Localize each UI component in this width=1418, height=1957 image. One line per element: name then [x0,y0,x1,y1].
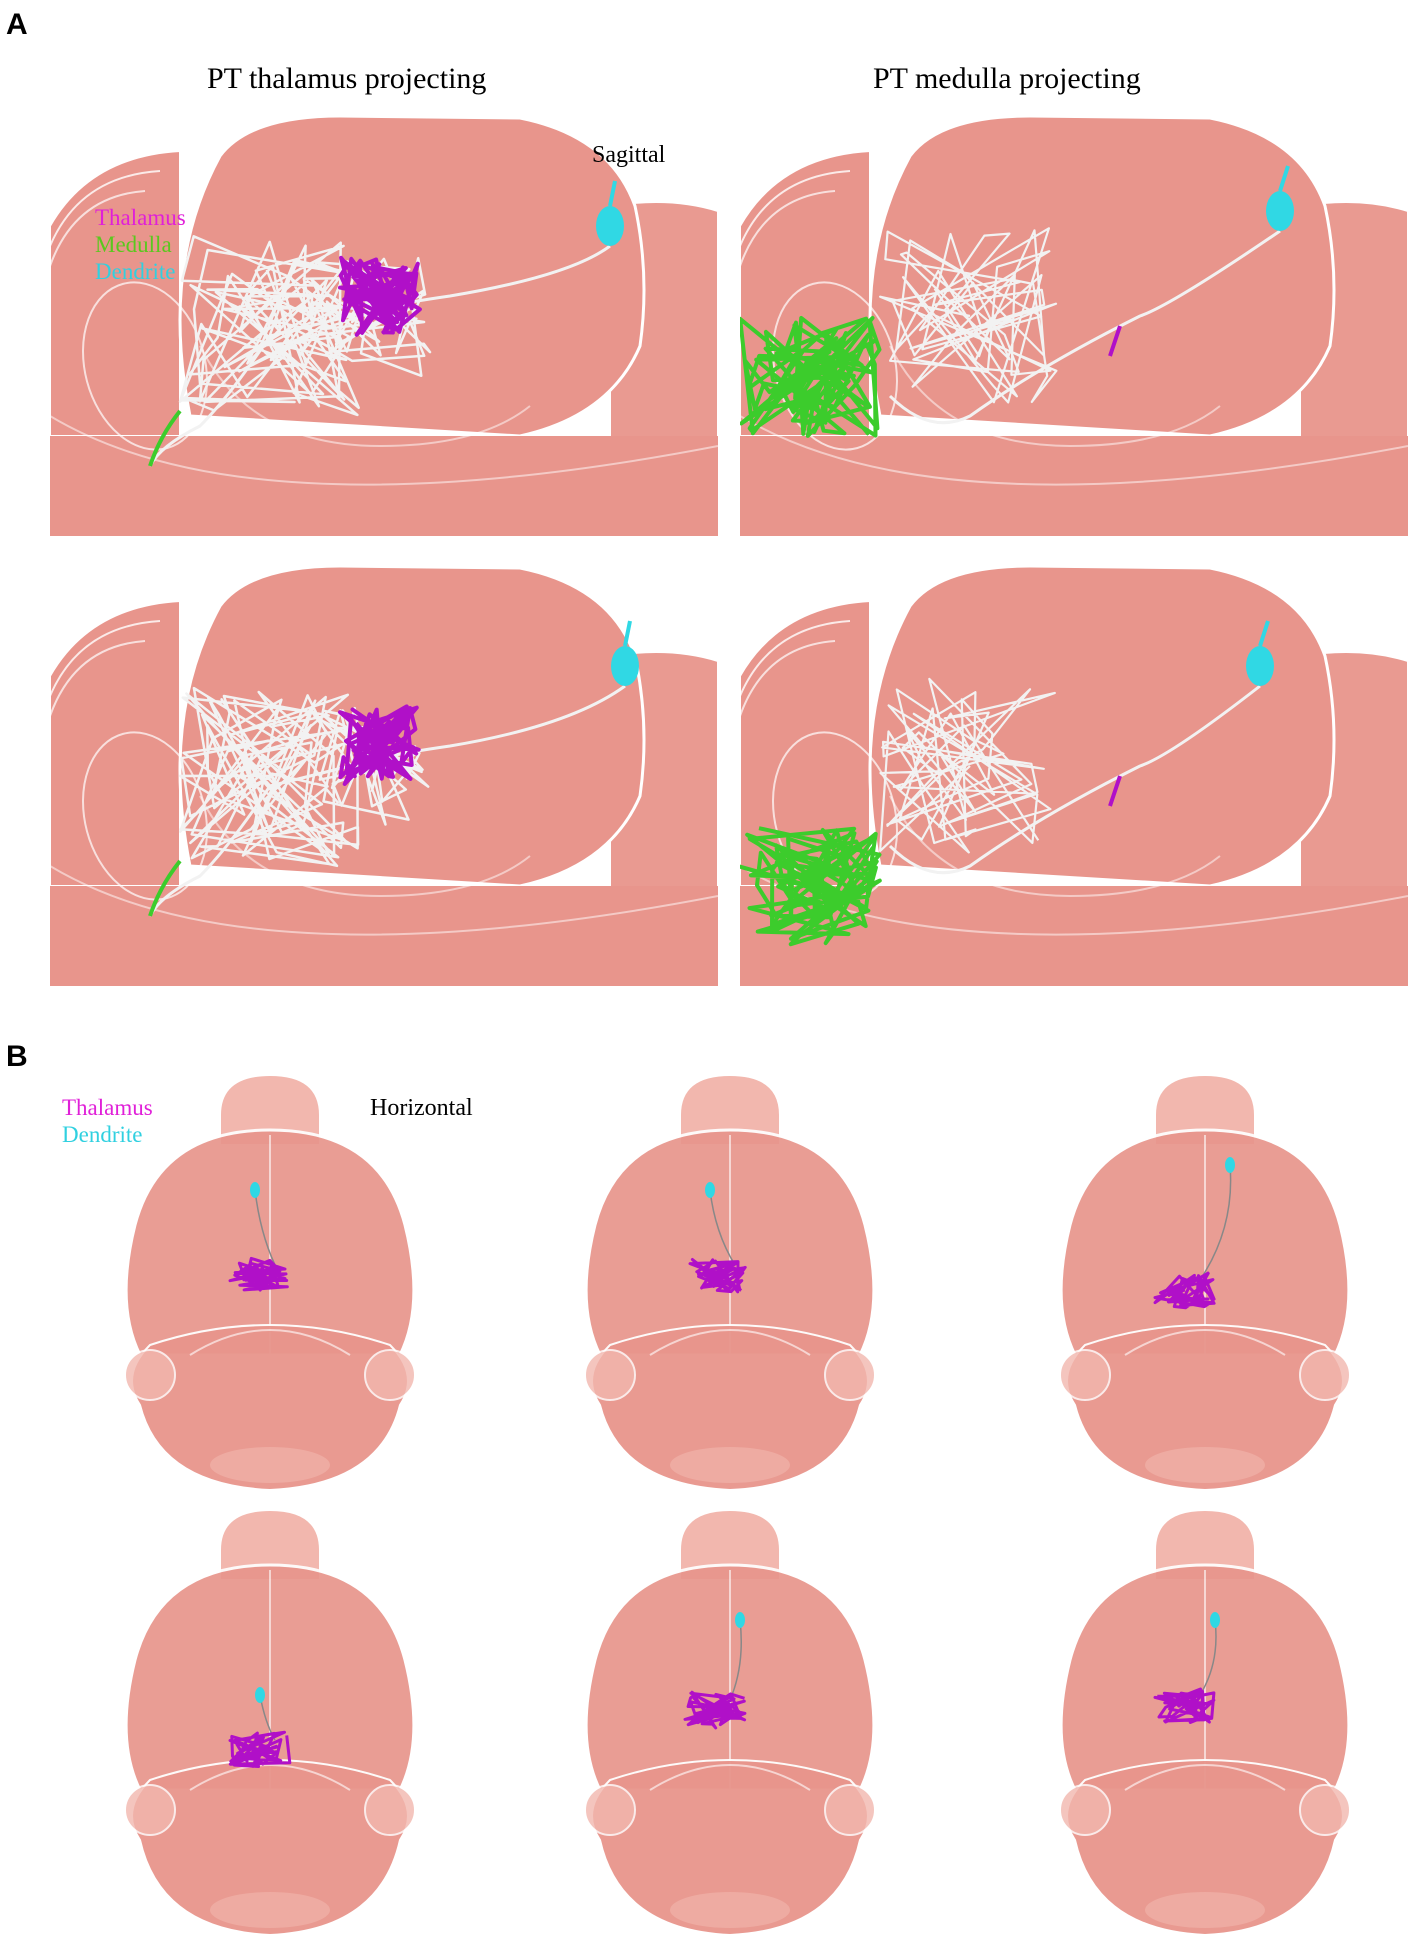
panel-label-b: B [6,1040,28,1073]
horizontal-brain-6 [1045,1510,1365,1940]
view-label-sagittal: Sagittal [592,142,666,168]
sagittal-brain-thalamus-1 [50,116,718,536]
view-label-horizontal: Horizontal [370,1095,473,1121]
legend-item-medulla: Medulla [95,232,172,257]
horizontal-brain-5 [570,1510,890,1940]
horizontal-brain-4 [110,1510,430,1940]
column-title-medulla: PT medulla projecting [873,62,1141,95]
horizontal-brain-3 [1045,1075,1365,1495]
sagittal-brain-medulla-2 [740,566,1408,986]
legend-item-dendrite: Dendrite [95,259,176,284]
legend-panel-b: Thalamus Dendrite [62,1094,153,1148]
legend-item-thalamus-b: Thalamus [62,1095,153,1120]
legend-panel-a: Thalamus Medulla Dendrite [95,204,186,285]
panel-label-a: A [6,8,28,41]
legend-item-dendrite-b: Dendrite [62,1122,143,1147]
horizontal-brain-1 [110,1075,430,1495]
sagittal-brain-thalamus-2 [50,566,718,986]
sagittal-brain-medulla-1 [740,116,1408,536]
horizontal-brain-2 [570,1075,890,1495]
column-title-thalamus: PT thalamus projecting [207,62,487,95]
legend-item-thalamus: Thalamus [95,205,186,230]
